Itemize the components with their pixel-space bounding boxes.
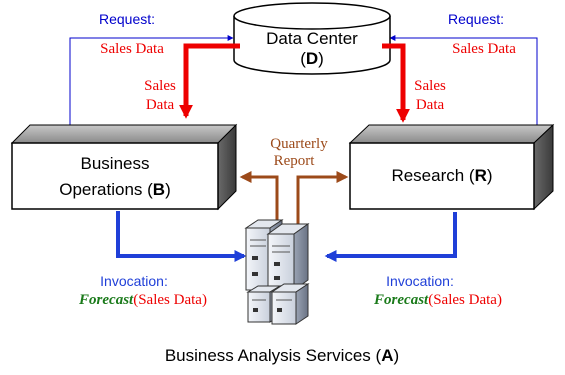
business-analysis-services-label: Business Analysis Services (A) <box>165 346 399 365</box>
quarterly-report-line2: Report <box>274 153 316 169</box>
left-invocation-label: Invocation: <box>100 273 168 289</box>
data-center-abbr-line: (D) <box>300 49 324 68</box>
left-request-connector <box>69 35 234 132</box>
right-invocation-label: Invocation: <box>386 273 454 289</box>
research-box: Research (R) <box>348 123 555 211</box>
quarterly-report-line1: Quarterly <box>270 136 328 152</box>
data-center-abbr: D <box>306 49 318 68</box>
right-request-data: Sales Data <box>452 41 516 57</box>
business-operations-line2: Operations (B) <box>59 180 171 199</box>
data-center-label: Data Center <box>266 29 358 48</box>
left-sales-data-arrow <box>179 43 240 119</box>
services-abbr: A <box>381 346 393 365</box>
left-sales-data-line1: Sales <box>144 78 176 94</box>
right-request-label: Request: <box>448 11 504 27</box>
right-invocation-arrow <box>324 212 457 262</box>
left-sales-data-line2: Data <box>146 97 175 113</box>
right-invocation-call: Forecast(Sales Data) <box>373 292 502 308</box>
research-abbr: R <box>475 166 487 185</box>
server-icon <box>270 283 310 325</box>
research-label: Research (R) <box>391 166 492 185</box>
left-invocation-call: Forecast(Sales Data) <box>78 292 207 308</box>
right-sales-data-line2: Data <box>416 97 445 113</box>
server-cluster-icon <box>244 219 310 325</box>
quarterly-report-connector <box>239 171 349 232</box>
business-operations-box: Business Operations (B) <box>10 123 238 211</box>
data-center-cylinder: Data Center (D) <box>233 2 391 75</box>
business-operations-abbr: B <box>153 180 165 199</box>
left-invocation-arrow <box>116 211 247 262</box>
business-operations-line1: Business <box>81 154 150 173</box>
right-request-connector <box>389 35 538 135</box>
left-request-label: Request: <box>99 11 155 27</box>
left-request-data: Sales Data <box>100 41 164 57</box>
server-icon <box>266 223 310 291</box>
right-sales-data-line1: Sales <box>414 78 446 94</box>
right-sales-data-arrow <box>382 43 410 123</box>
